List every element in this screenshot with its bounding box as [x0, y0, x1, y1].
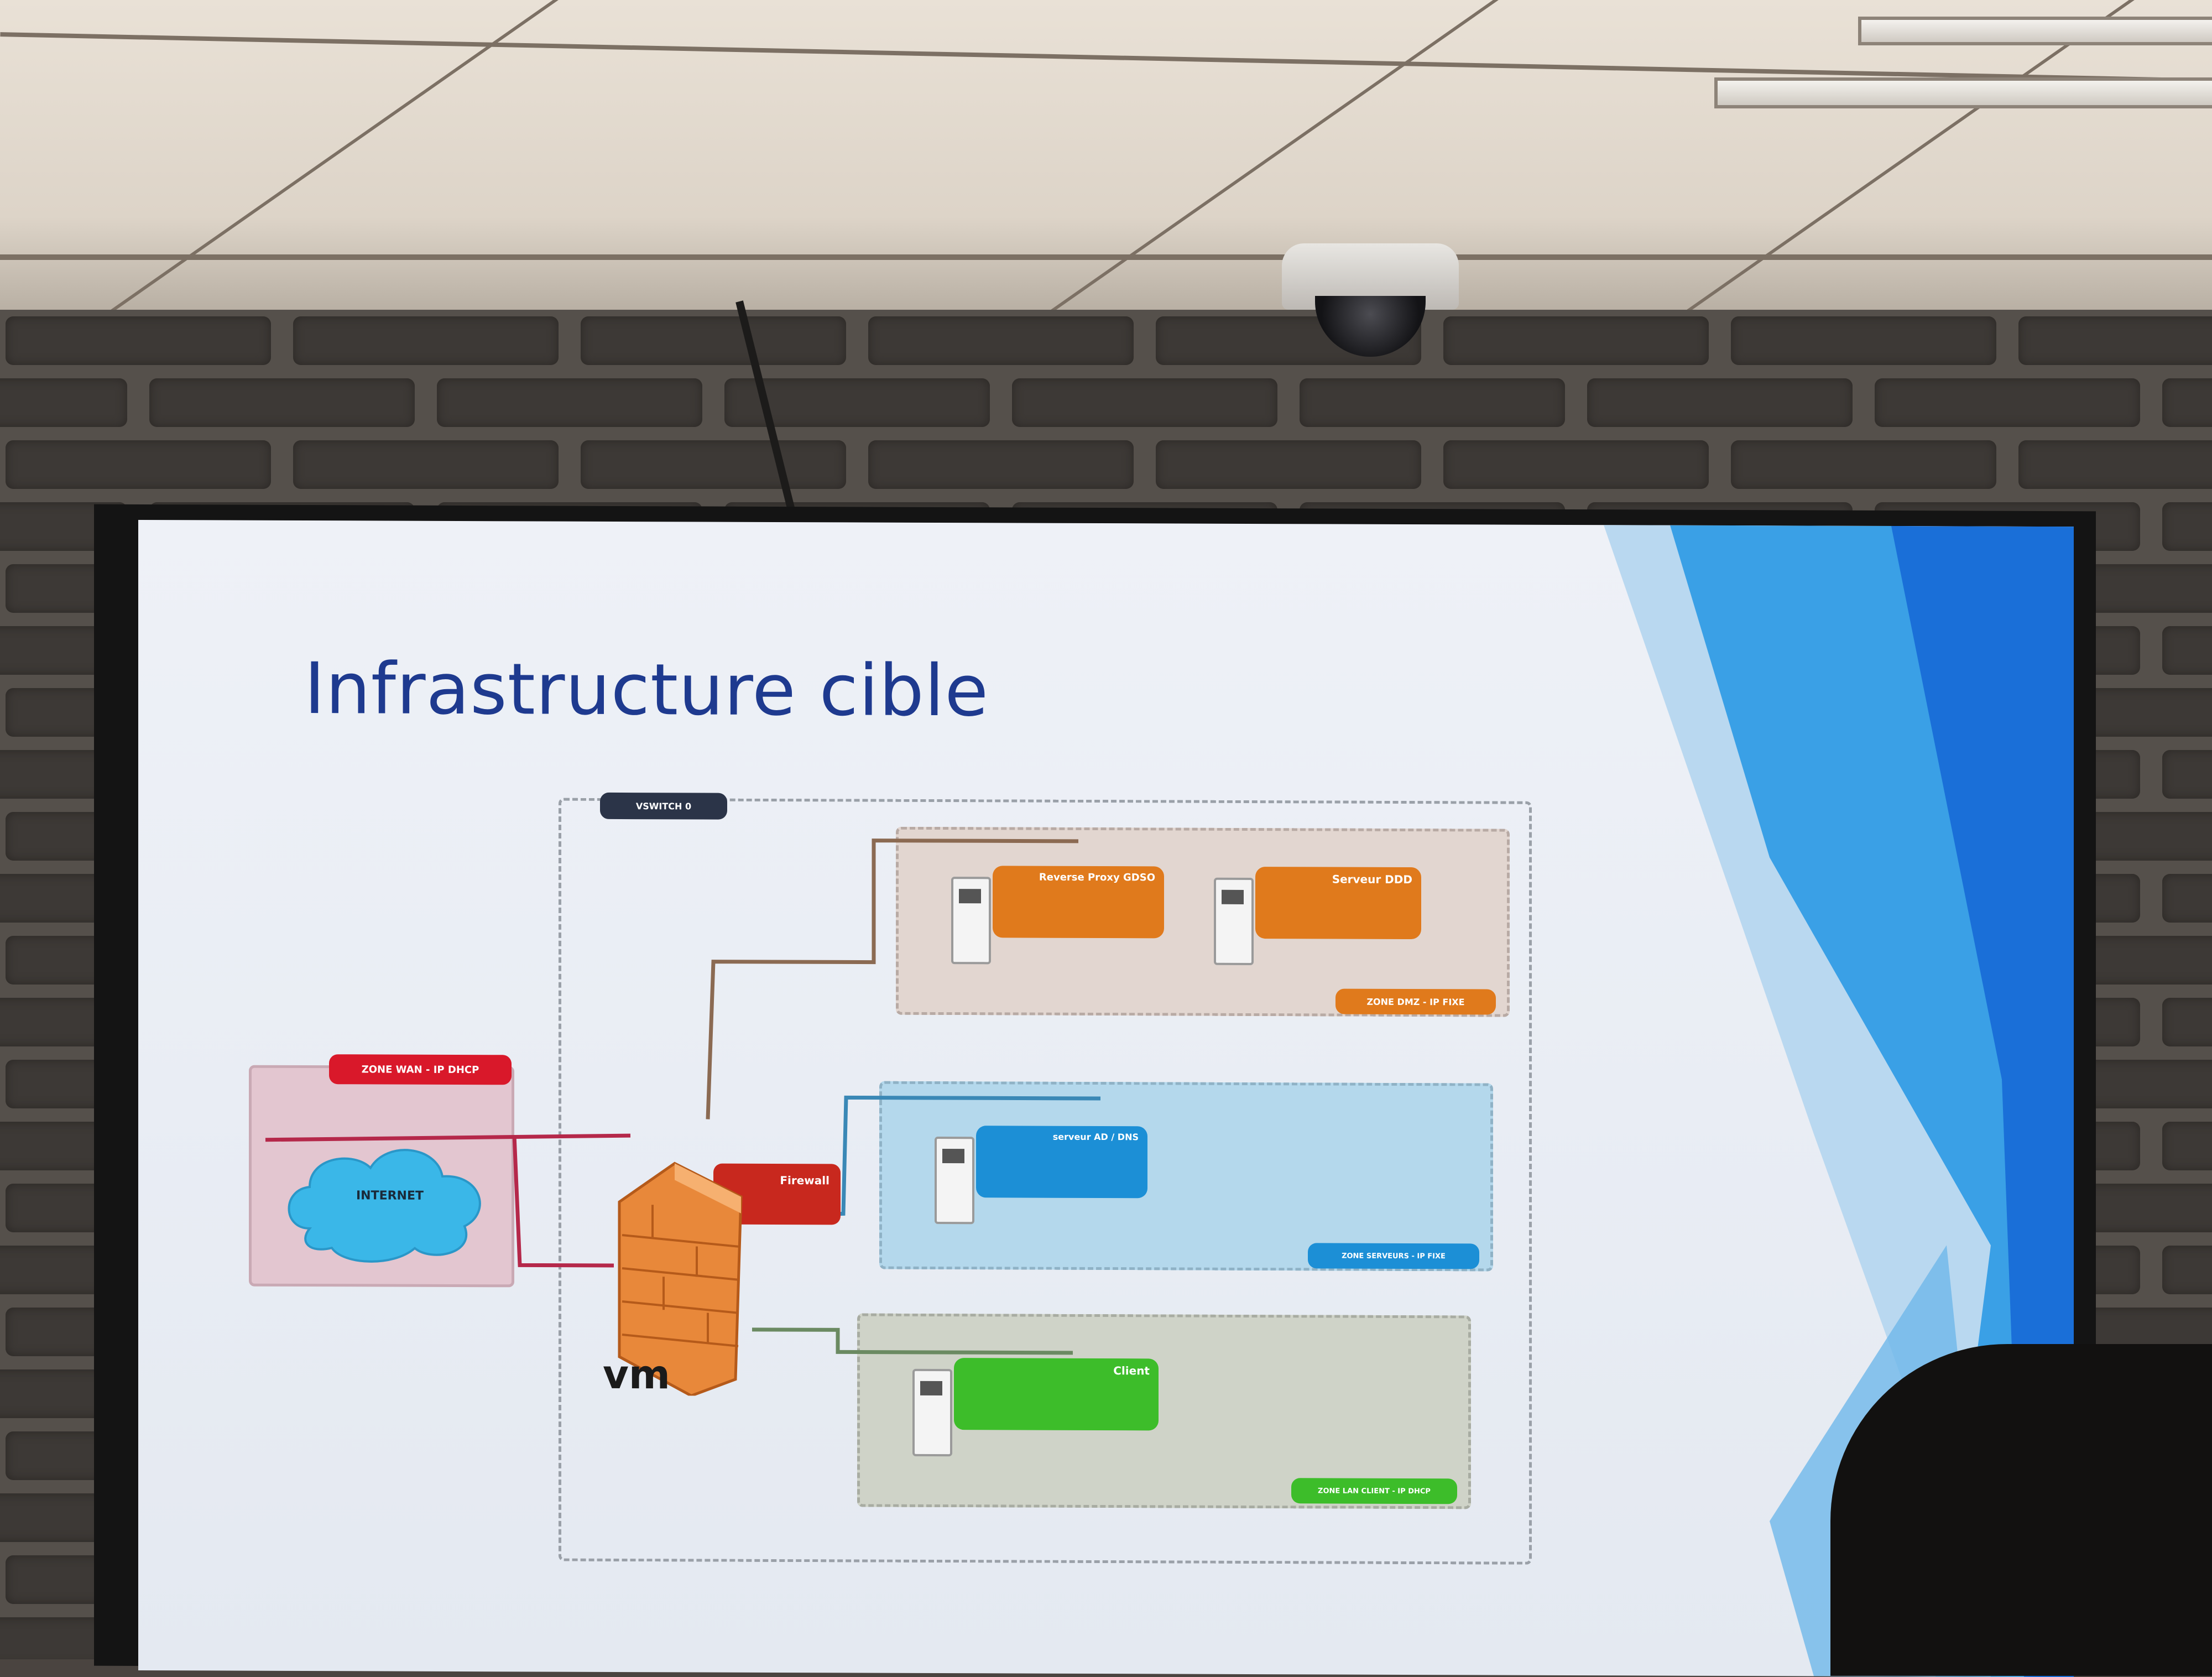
- wall-brick: [149, 378, 415, 427]
- wall-brick: [581, 440, 846, 489]
- wall-brick: [581, 316, 846, 365]
- wall-brick: [1875, 378, 2140, 427]
- wall-brick: [2162, 1246, 2212, 1294]
- wall-brick: [2018, 316, 2212, 365]
- wall-brick: [2162, 750, 2212, 799]
- ceiling-light: [1858, 17, 2212, 45]
- wall-brick: [293, 316, 559, 365]
- wall-brick: [0, 378, 127, 427]
- firewall-icon: [618, 1162, 743, 1397]
- wall-brick: [1731, 440, 1996, 489]
- wall-brick: [6, 440, 271, 489]
- wall-brick: [6, 316, 271, 365]
- wall-brick: [1443, 440, 1709, 489]
- wall-brick: [2162, 502, 2212, 551]
- ceiling-tile-seam: [1687, 0, 2135, 310]
- wall-brick: [437, 378, 702, 427]
- ceiling-light: [1714, 77, 2212, 108]
- network-wires: [265, 838, 1100, 1355]
- wall-brick: [2162, 1122, 2212, 1170]
- wall-brick: [1300, 378, 1565, 427]
- security-camera-icon: [1282, 243, 1459, 357]
- wall-brick: [2162, 378, 2212, 427]
- tv-display: Infrastructure cible VSWITCH 0 Reverse P…: [94, 504, 2096, 1677]
- ceiling: [0, 0, 2212, 310]
- vmware-logo: vm: [603, 1351, 670, 1398]
- wall-brick: [2018, 440, 2212, 489]
- wall-brick: [1731, 316, 1996, 365]
- wall-brick: [2162, 998, 2212, 1046]
- wall-brick: [1156, 440, 1421, 489]
- wall-brick: [868, 316, 1134, 365]
- wall-brick: [868, 440, 1134, 489]
- wall-brick: [2162, 874, 2212, 923]
- wall-brick: [1443, 316, 1709, 365]
- wall-brick: [2162, 626, 2212, 675]
- wall-brick: [293, 440, 559, 489]
- wall-brick: [1587, 378, 1853, 427]
- slide-screen: Infrastructure cible VSWITCH 0 Reverse P…: [138, 519, 2074, 1677]
- wall-brick: [1012, 378, 1277, 427]
- ceiling-tile-seam: [0, 254, 2212, 260]
- internet-cloud-icon: [288, 1149, 481, 1263]
- ceiling-tile-seam: [111, 0, 559, 310]
- person-silhouette: [1830, 1344, 2212, 1676]
